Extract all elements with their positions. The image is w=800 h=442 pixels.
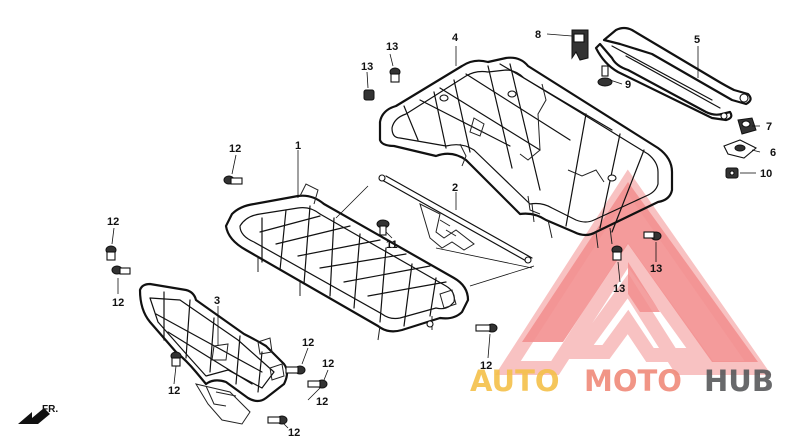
watermark-text-hub: HUB: [704, 364, 774, 398]
screw-drawing: [597, 65, 613, 87]
callout-12-a: 12: [229, 143, 241, 155]
callout-13-a: 13: [386, 41, 398, 53]
callout-12-c: 12: [112, 297, 124, 309]
bolt-11-drawing: [376, 219, 390, 236]
bolt-12-left2-drawing: [111, 265, 131, 275]
rubber-cushion-drawing: [737, 117, 757, 135]
clip-bracket-drawing: [571, 29, 589, 61]
leader-lines: [111, 33, 761, 429]
callout-12-i: 12: [480, 360, 492, 372]
watermark-triangle: [522, 182, 758, 362]
front-direction-indicator: FR.: [18, 404, 58, 424]
bolt-12-g2-drawing: [285, 365, 306, 375]
bracket-drawing: [723, 139, 757, 159]
nut-13-c-drawing: [643, 231, 662, 241]
watermark-text-auto: AUTO: [470, 364, 560, 398]
callout-12-h: 12: [288, 427, 300, 439]
bolt-12-g3-drawing: [307, 379, 328, 389]
callout-3: 3: [214, 295, 220, 307]
callout-1: 1: [295, 140, 301, 152]
front-guard-drawing: [138, 282, 289, 425]
callout-12-f: 12: [322, 358, 334, 370]
callout-8: 8: [535, 29, 541, 41]
callout-6: 6: [770, 147, 776, 159]
assembly-lines: [335, 185, 535, 287]
fasteners: [105, 67, 662, 425]
callout-12-d: 12: [168, 385, 180, 397]
callout-labels: 1 2 3 4 5 6 7 8 9 10 11 12 12 12 12 12 1…: [107, 29, 776, 439]
nut-drawing: [725, 167, 739, 179]
rear-stay-drawing: [594, 26, 752, 122]
front-arrow-icon: [18, 408, 50, 424]
callout-12-e: 12: [302, 337, 314, 349]
bolt-12-rod-drawing: [475, 323, 498, 333]
bolt-12-guard-drawing: [170, 351, 182, 367]
callout-13-d: 13: [613, 283, 625, 295]
callout-10: 10: [760, 168, 772, 180]
callout-12-g: 12: [316, 396, 328, 408]
callout-5: 5: [694, 34, 700, 46]
nut-13-b-drawing: [363, 89, 375, 101]
stay-rod-drawing: [378, 174, 533, 264]
callout-13-c: 13: [650, 263, 662, 275]
callout-11: 11: [386, 239, 398, 251]
callout-2: 2: [452, 182, 458, 194]
watermark-logo: [495, 169, 772, 375]
bolt-12-top-drawing: [223, 175, 243, 185]
callout-4: 4: [452, 32, 459, 44]
callout-9: 9: [625, 79, 631, 91]
front-carrier-drawing: [224, 183, 470, 341]
front-label: FR.: [42, 404, 58, 415]
nut-13-d-drawing: [611, 245, 623, 261]
rear-carrier-drawing: [378, 56, 674, 249]
callout-13-b: 13: [361, 61, 373, 73]
bolt-12-left1-drawing: [105, 245, 117, 261]
watermark-text-moto: MOTO: [584, 364, 682, 398]
nut-13-a-drawing: [389, 67, 401, 83]
callout-7: 7: [766, 121, 772, 133]
bolt-12-g4-drawing: [267, 415, 288, 425]
callout-12-b: 12: [107, 216, 119, 228]
